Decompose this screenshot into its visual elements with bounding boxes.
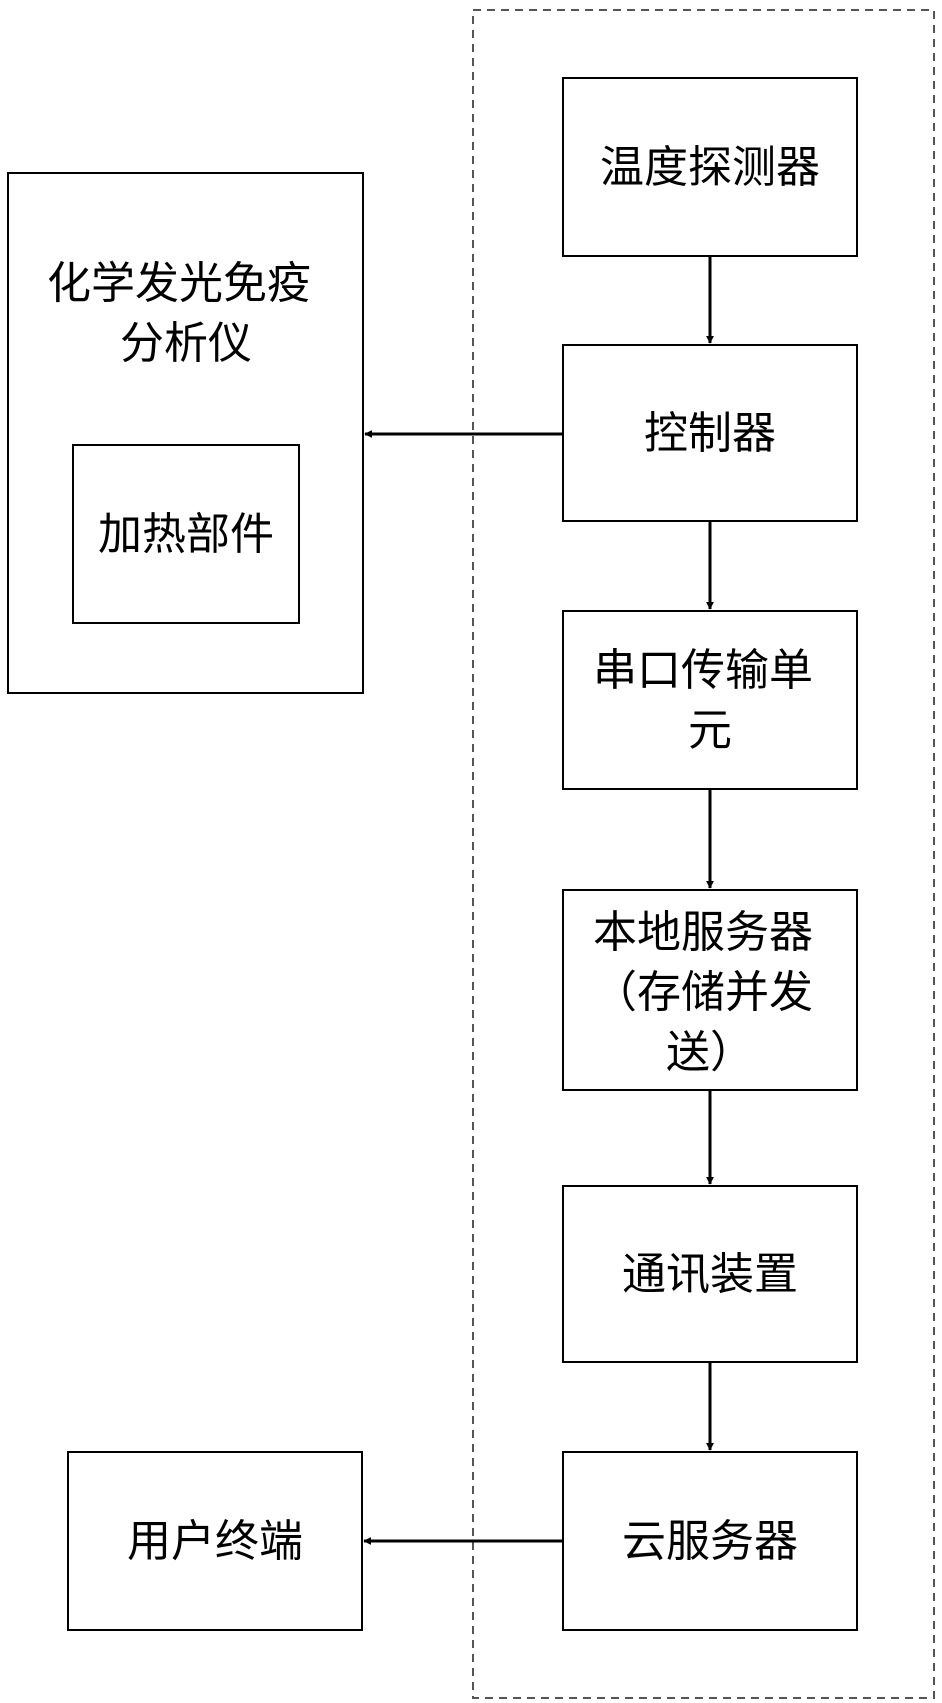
- comm-device-node: 通讯装置: [563, 1186, 857, 1362]
- comm-device-label: 通讯装置: [622, 1249, 798, 1300]
- cloud-server-node: 云服务器: [563, 1452, 857, 1630]
- temperature-detector-label: 温度探测器: [600, 142, 820, 193]
- user-terminal-node: 用户终端: [68, 1452, 362, 1630]
- serial-unit-node: 串口传输单 元: [563, 611, 857, 789]
- heating-part-node: 加热部件: [73, 445, 299, 623]
- controller-label: 控制器: [644, 408, 776, 459]
- user-terminal-label: 用户终端: [127, 1516, 303, 1567]
- temperature-detector-node: 温度探测器: [563, 78, 857, 256]
- heating-part-label: 加热部件: [98, 509, 274, 560]
- local-server-node: 本地服务器 （存储并发 送）: [563, 890, 857, 1090]
- controller-node: 控制器: [563, 345, 857, 521]
- cloud-server-label: 云服务器: [622, 1516, 798, 1567]
- system-dashed-boundary: [473, 10, 934, 1698]
